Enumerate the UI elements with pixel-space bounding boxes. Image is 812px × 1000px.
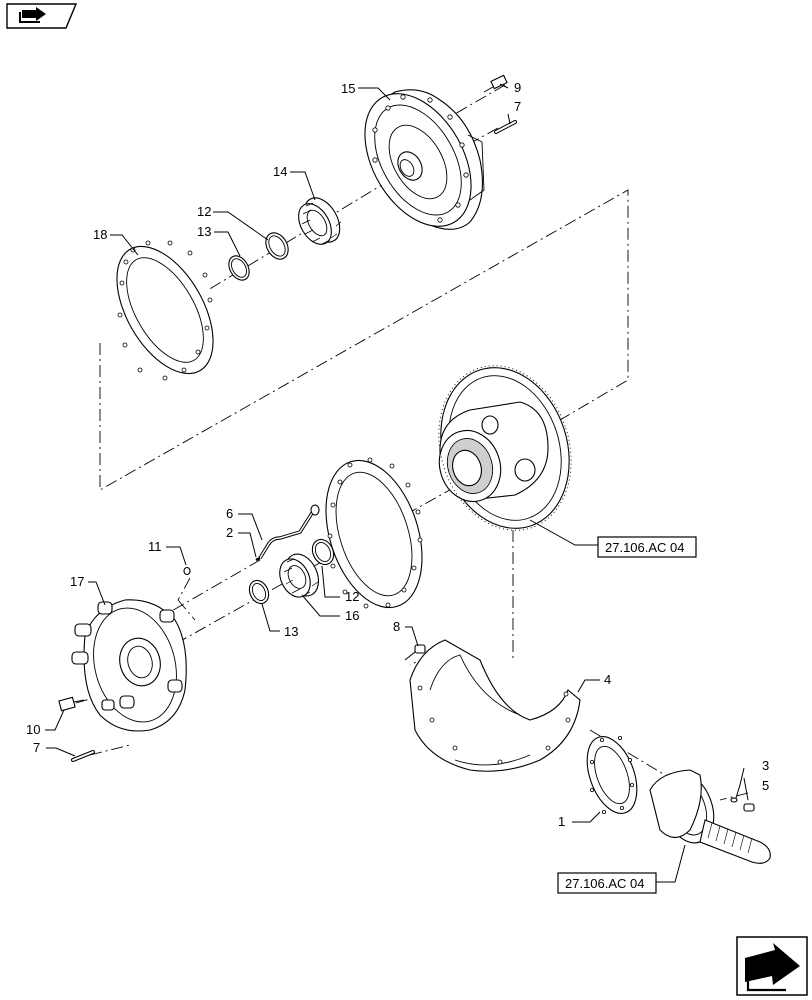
callout-11: 11	[148, 539, 162, 554]
callout-12-upper: 12	[197, 204, 211, 219]
part-13-snap-ring-upper	[228, 255, 250, 281]
callout-10: 10	[26, 722, 40, 737]
callout-2: 2	[226, 525, 233, 540]
part-18-gasket	[116, 240, 214, 381]
shaft-assembly	[649, 769, 771, 864]
callout-14: 14	[273, 164, 287, 179]
callout-18: 18	[93, 227, 107, 242]
part-12-snap-ring-lower	[311, 538, 335, 566]
part-15-housing	[364, 89, 485, 230]
gasket-ring-lower	[325, 457, 423, 609]
part-3-pin	[730, 797, 738, 803]
callout-9: 9	[514, 80, 521, 95]
callout-3: 3	[762, 758, 769, 773]
book-arrow-icon[interactable]	[6, 3, 78, 29]
leader-lines	[45, 83, 749, 883]
callout-13-upper: 13	[197, 224, 211, 239]
wheel-hub-assembly-upper	[438, 365, 572, 531]
part-8-bolt	[404, 644, 426, 661]
callout-8: 8	[393, 619, 400, 634]
callout-15: 15	[341, 81, 355, 96]
part-4-housing	[409, 639, 581, 772]
reference-top-label: 27.106.AC 04	[605, 540, 685, 555]
part-10-bolt	[58, 696, 85, 712]
reference-box-bottom[interactable]: 27.106.AC 04	[557, 872, 657, 894]
callout-labels: 15 9 7 14 12 13 18 6 2 11 17 12 16 13 8 …	[26, 80, 769, 829]
part-6-tube	[258, 504, 320, 559]
callout-7-upper: 7	[514, 99, 521, 114]
callout-12-lower: 12	[345, 589, 359, 604]
part-7-pin-upper	[494, 120, 517, 134]
part-7-pin-lower	[71, 750, 95, 762]
next-page-arrow-icon[interactable]	[736, 936, 808, 996]
callout-16: 16	[345, 608, 359, 623]
callout-1: 1	[558, 814, 565, 829]
callout-17: 17	[70, 574, 84, 589]
part-9-bolt	[483, 74, 508, 93]
part-14-bearing	[298, 197, 342, 245]
part-13-snap-ring-lower	[248, 579, 270, 605]
reference-bottom-label: 27.106.AC 04	[565, 876, 645, 891]
part-2-pin	[255, 556, 261, 562]
part-5-bolt	[743, 803, 755, 812]
callout-13-lower: 13	[284, 624, 298, 639]
part-1-gasket	[586, 736, 638, 815]
callout-4: 4	[604, 672, 611, 687]
part-17-carrier	[71, 599, 187, 732]
part-11-plug	[183, 566, 191, 576]
callout-7-lower: 7	[33, 740, 40, 755]
part-12-snap-ring-upper	[265, 232, 289, 260]
callout-6: 6	[226, 506, 233, 521]
reference-box-top[interactable]: 27.106.AC 04	[597, 536, 697, 558]
callout-5: 5	[762, 778, 769, 793]
